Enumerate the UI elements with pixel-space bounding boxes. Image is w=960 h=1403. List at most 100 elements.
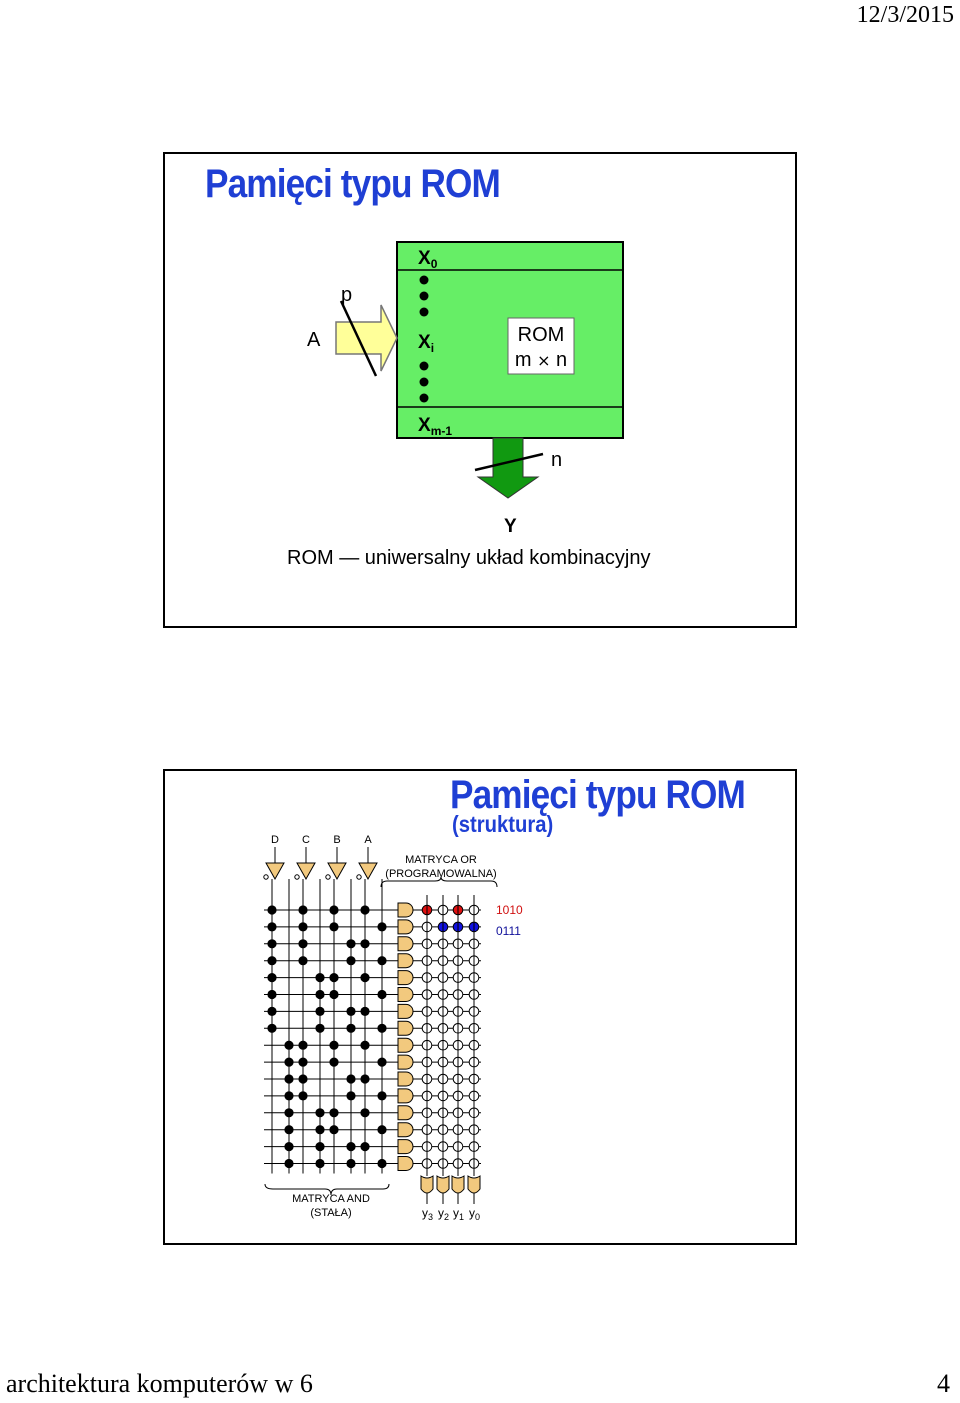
and-connection-dot [298,956,308,966]
and-gate [397,970,414,986]
footer-course: architektura komputerów w 6 [6,1369,313,1398]
and-connection-dot [360,1006,370,1016]
row-label-xi: Xi [418,332,434,355]
rom-pla-structure: MATRYCA OR (PROGRAMOWALNA) MATRYCA AND (… [263,834,523,1222]
and-connection-dot [298,1091,308,1101]
and-connection-dot [377,989,387,1000]
and-connection-dot [377,922,387,932]
slide-rom-structure: Pamięci typu ROM (struktura) MATRYCA OR … [163,769,797,1245]
row-label-x0: X0 [418,248,438,271]
and-gate [397,1156,414,1171]
address-input-arrow [335,304,398,372]
input-label-D: D [271,834,279,846]
or-matrix-label-2: (PROGRAMOWALNA) [385,868,496,880]
slide-subtitle: (struktura) [452,811,554,837]
output-label-y1: y1 [453,1206,464,1222]
buffer-gate [358,862,378,881]
rom-size: m × n [515,349,567,371]
and-connection-dot [346,1006,356,1016]
row-value-2: 0111 [496,924,521,938]
and-connection-dot [329,1057,339,1067]
and-gate [397,902,414,918]
and-connection-dot [284,1142,294,1152]
and-gate [397,936,414,952]
ellipsis-dots [419,275,429,403]
and-connection-dot [329,1040,339,1050]
and-connection-dot [377,1158,387,1169]
input-label: A [307,329,321,351]
and-connection-dot [267,973,277,983]
inverter-bubble [294,874,300,880]
and-connection-dot [346,956,356,966]
and-connection-dot [329,989,339,1000]
and-connection-dot [267,939,277,949]
and-connection-dot [329,922,339,932]
rom-block-diagram: ROM m × n X0 Xi Xm-1 A p n Y ROM — uniwe… [287,241,650,569]
and-connection-dot [346,1074,356,1084]
and-connection-dot [267,905,277,915]
and-connection-dot [315,1006,325,1016]
footer-page-number: 4 [937,1369,950,1398]
input-label-A: A [364,834,372,846]
and-connection-dot [284,1158,294,1169]
and-connection-dot [329,1108,339,1118]
or-gate [451,1175,465,1194]
bus-width-label: p [341,284,352,306]
inverter-bubble [263,874,269,880]
and-connection-dot [298,922,308,932]
and-connection-dot [315,989,325,1000]
slide-caption: ROM — uniwersalny układ kombinacyjny [287,547,650,569]
and-gate [397,1020,414,1036]
and-connection-dot [298,1040,308,1050]
and-connection-dot [377,1023,387,1033]
and-connection-dot [315,1108,325,1118]
output-width-label: n [551,449,562,471]
and-connection-dot [315,973,325,983]
and-connection-dot [284,1040,294,1050]
and-connection-dot [284,1057,294,1067]
and-connection-dot [346,1023,356,1033]
data-output-arrow [476,437,540,499]
and-connection-dot [298,1074,308,1084]
and-matrix-label-2: (STAŁA) [310,1207,351,1219]
slide-title: Pamięci typu ROM [205,162,501,206]
and-connection-dot [329,973,339,983]
rom-label: ROM [518,324,565,346]
buffer-gate [296,862,316,881]
and-connection-dot [377,956,387,966]
and-gate [397,953,414,969]
inverter-bubble [325,874,331,880]
buffer-gate [327,862,347,881]
and-connection-dot [360,905,370,915]
and-connection-dot [267,1023,277,1033]
row-value-1: 1010 [496,903,523,917]
or-gate [436,1175,450,1194]
and-gate [397,919,414,935]
and-connection-dot [267,1006,277,1016]
and-connection-dot [315,1023,325,1033]
or-gate [420,1175,434,1194]
rom-size-box [507,317,575,375]
and-connection-dot [360,973,370,983]
and-connection-dot [360,939,370,949]
and-connection-dot [284,1091,294,1101]
and-connection-dot [315,1125,325,1135]
page-date: 12/3/2015 [856,2,954,28]
row-label-xm1: Xm-1 [418,415,452,438]
and-connection-dot [377,1091,387,1101]
and-connection-dot [360,1142,370,1152]
and-gate [397,1139,414,1155]
and-connection-dot [346,1142,356,1152]
and-connection-dot [298,905,308,915]
and-connection-dot [360,1040,370,1050]
slide-title: Pamięci typu ROM [450,773,746,817]
and-gate [397,1071,414,1087]
and-connection-dot [329,1125,339,1135]
and-connection-dot [267,922,277,932]
and-gate [397,987,414,1002]
and-gate [397,1105,414,1121]
and-connection-dot [267,956,277,966]
and-connection-dot [284,1074,294,1084]
and-connection-dot [298,939,308,949]
output-label-y2: y2 [438,1206,449,1222]
